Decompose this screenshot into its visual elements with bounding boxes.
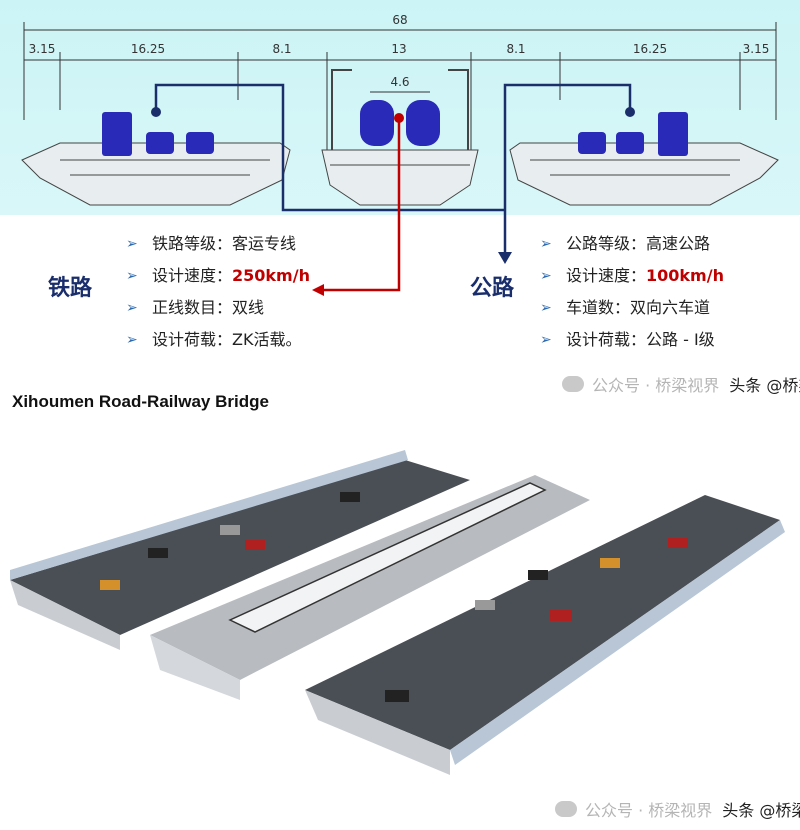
dimension-lines [23,22,777,150]
rail-deck [150,475,590,700]
car-icon [146,132,174,154]
railway-spec-item: ➢设计荷载：ZK活载。 [126,324,310,356]
car-icon [340,492,360,502]
dim-seg-6: 16.25 [633,42,667,56]
highway-spec-item: ➢设计速度：100km/h [540,260,724,292]
highway-spec-item: ➢车道数：双向六车道 [540,292,724,324]
train-icon [406,100,440,146]
bullet-arrow-icon: ➢ [540,300,552,316]
truck-icon [102,112,132,156]
car-icon [528,570,548,580]
rail-dot [394,113,404,123]
wechat-icon [562,376,584,392]
bullet-arrow-icon: ➢ [540,332,552,348]
railway-spec-item: ➢正线数目：双线 [126,292,310,324]
dim-seg-4: 13 [391,42,406,56]
dim-total: 68 [392,13,407,27]
car-icon [385,690,409,702]
road-dot-right [625,107,635,117]
car-icon [475,600,495,610]
watermark-bottom: 公众号 · 桥梁视界 头条 @桥梁网 [555,797,800,821]
bridge-title: Xihoumen Road-Railway Bridge [12,392,269,411]
catenary-masts [331,69,469,150]
dim-track-spacing: 4.6 [390,75,409,89]
wechat-icon [555,801,577,817]
car-icon [550,610,572,621]
bullet-arrow-icon: ➢ [126,332,138,348]
highway-spec-item: ➢设计荷载：公路 - Ⅰ级 [540,324,724,356]
watermark-top: 公众号 · 桥梁视界 头条 @桥梁网 [562,372,800,396]
car-icon [186,132,214,154]
railway-title: 铁路 [48,276,93,301]
highway-spec-list: ➢公路等级：高速公路 ➢设计速度：100km/h ➢车道数：双向六车道 ➢设计荷… [540,228,724,356]
truck-icon [658,112,688,156]
railway-spec-list: ➢铁路等级：客运专线 ➢设计速度：250km/h ➢正线数目：双线 ➢设计荷载：… [126,228,310,356]
rail-arrowhead [312,284,324,296]
car-icon [245,540,265,550]
car-icon [668,538,688,548]
highway-spec-item: ➢公路等级：高速公路 [540,228,724,260]
car-icon [616,132,644,154]
bridge-3d-illustration [10,450,785,775]
train-icon [360,100,394,146]
railway-spec-item: ➢铁路等级：客运专线 [126,228,310,260]
car-icon [148,548,168,558]
car-icon [220,525,240,535]
rail-connector-line [322,118,401,292]
bullet-arrow-icon: ➢ [540,268,552,284]
dim-seg-2: 16.25 [131,42,165,56]
cross-section-diagram: 68 3.15 16.25 8.1 13 8.1 16.25 3.15 4.6 [21,13,779,296]
dim-seg-3: 8.1 [272,42,291,56]
bullet-arrow-icon: ➢ [126,236,138,252]
car-icon [600,558,620,568]
dim-seg-1: 3.15 [29,42,56,56]
car-icon [100,580,120,590]
bullet-arrow-icon: ➢ [126,300,138,316]
road-dot-left [151,107,161,117]
right-road-girder [509,142,779,206]
car-icon [578,132,606,154]
bullet-arrow-icon: ➢ [540,236,552,252]
road-arrowhead [498,252,512,264]
road-connector-lines [154,83,632,258]
right-road-deck [305,495,785,775]
bullet-arrow-icon: ➢ [126,268,138,284]
traffic [100,492,688,702]
highway-title: 公路 [470,276,515,301]
left-road-deck [10,450,470,650]
dim-seg-5: 8.1 [506,42,525,56]
railway-spec-item: ➢设计速度：250km/h [126,260,310,292]
dim-seg-7: 3.15 [743,42,770,56]
